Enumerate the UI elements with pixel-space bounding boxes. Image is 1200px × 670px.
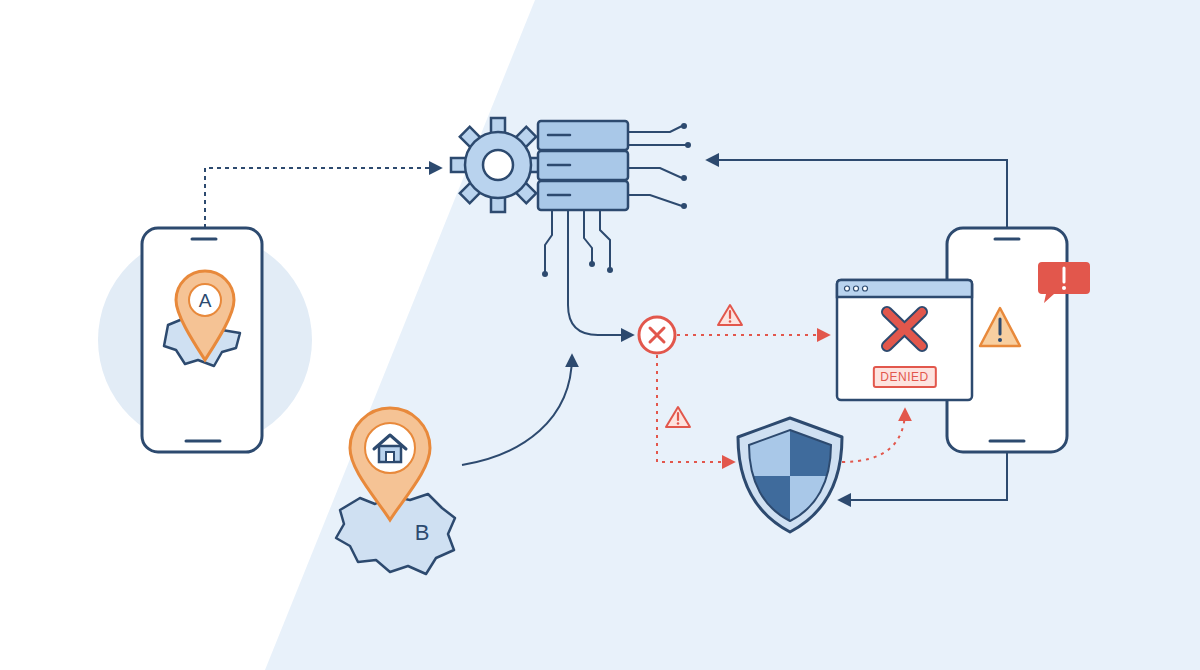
shield-icon: [738, 418, 842, 536]
flow-arrow: [462, 356, 572, 465]
window-frame: [837, 280, 972, 400]
denied-arrow: [842, 410, 905, 462]
pin-center: [189, 284, 221, 316]
dashed-arrow: [205, 168, 440, 228]
phone-icon: [142, 228, 262, 452]
warning-triangle: [980, 308, 1020, 346]
window-dot: [863, 286, 868, 291]
deny-circle: [639, 317, 675, 353]
server-icon: [538, 121, 691, 277]
pin-shape: [176, 271, 234, 360]
error-cross: [887, 312, 922, 346]
pin-label: B: [415, 522, 430, 544]
window-titlebar: [837, 280, 972, 297]
window-dot: [845, 286, 850, 291]
return-arrow: [840, 452, 1007, 500]
status-badge: DENIED: [872, 366, 936, 388]
location-pin: B: [330, 400, 462, 580]
return-arrow: [708, 160, 1007, 228]
node-outline: [330, 400, 462, 580]
location-pin: A: [160, 266, 252, 370]
pin-shape: [350, 408, 430, 520]
gear-icon: [451, 118, 545, 212]
denied-arrow: [657, 355, 733, 462]
alert-bubble: [1038, 262, 1090, 303]
denied-arrow: [677, 334, 828, 336]
background-band: [265, 0, 1200, 670]
pin-label: A: [199, 291, 212, 310]
warning-triangle: [718, 305, 742, 325]
window-dot: [854, 286, 859, 291]
house-icon: [374, 435, 406, 462]
denied-window: DENIED: [837, 280, 972, 400]
node-outline: [160, 266, 252, 370]
pin-center: [365, 423, 415, 473]
connector-lines: [205, 160, 1007, 500]
warning-triangle: [666, 407, 690, 427]
